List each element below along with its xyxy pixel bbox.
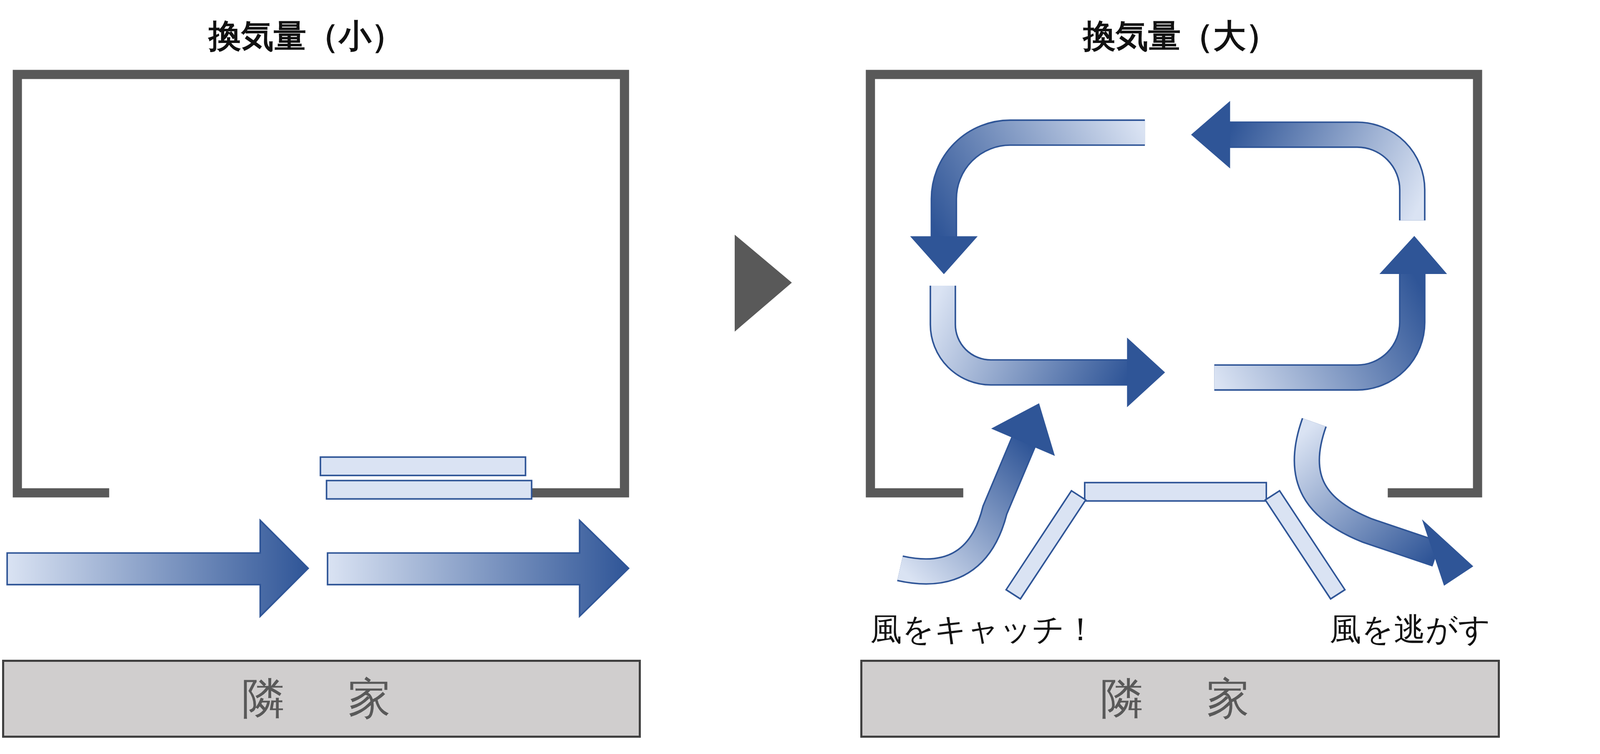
room-wall <box>17 74 625 494</box>
wind-arrow-outline <box>899 439 1025 572</box>
wind-arrow-outline <box>942 285 1130 373</box>
panel-title: 換気量（大） <box>1083 16 1279 56</box>
arrow-head <box>1127 338 1165 406</box>
wind-arrow-outline <box>1306 422 1437 555</box>
wind-arrow <box>1306 422 1437 555</box>
arrow-head <box>911 236 977 274</box>
wind-arrow-outline <box>1214 271 1412 378</box>
wind-arrow <box>943 132 1145 239</box>
arrow-head <box>1380 236 1447 274</box>
wind-note: 風をキャッチ！ <box>870 610 1097 649</box>
window-pane <box>320 457 526 476</box>
wind-note: 風を逃がす <box>1329 610 1491 649</box>
neighbor-house-band: 隣 家 <box>2 660 641 739</box>
wind-arrow-outline <box>943 132 1145 239</box>
neighbor-house-band: 隣 家 <box>860 660 1501 739</box>
window-pane <box>1006 491 1086 600</box>
window-pane <box>1084 482 1267 502</box>
panel-title: 換気量（小） <box>208 16 404 56</box>
house-label: 隣 家 <box>1100 670 1260 729</box>
progress-triangle <box>734 234 792 332</box>
wind-arrow <box>327 520 629 617</box>
wind-arrow <box>942 285 1130 373</box>
wind-arrow <box>1214 271 1412 378</box>
wind-arrow <box>1227 134 1413 221</box>
rooms <box>17 74 1478 600</box>
wind-arrow <box>7 520 309 617</box>
wind-arrow-outline <box>1227 134 1413 221</box>
window-pane <box>326 480 532 499</box>
arrow-head <box>1191 102 1230 168</box>
wind-arrow <box>899 439 1025 572</box>
arrow-head <box>992 404 1055 456</box>
arrow-head <box>1423 521 1473 585</box>
room-wall <box>870 74 1478 494</box>
wind-arrows <box>7 102 1473 617</box>
house-label: 隣 家 <box>241 670 401 729</box>
